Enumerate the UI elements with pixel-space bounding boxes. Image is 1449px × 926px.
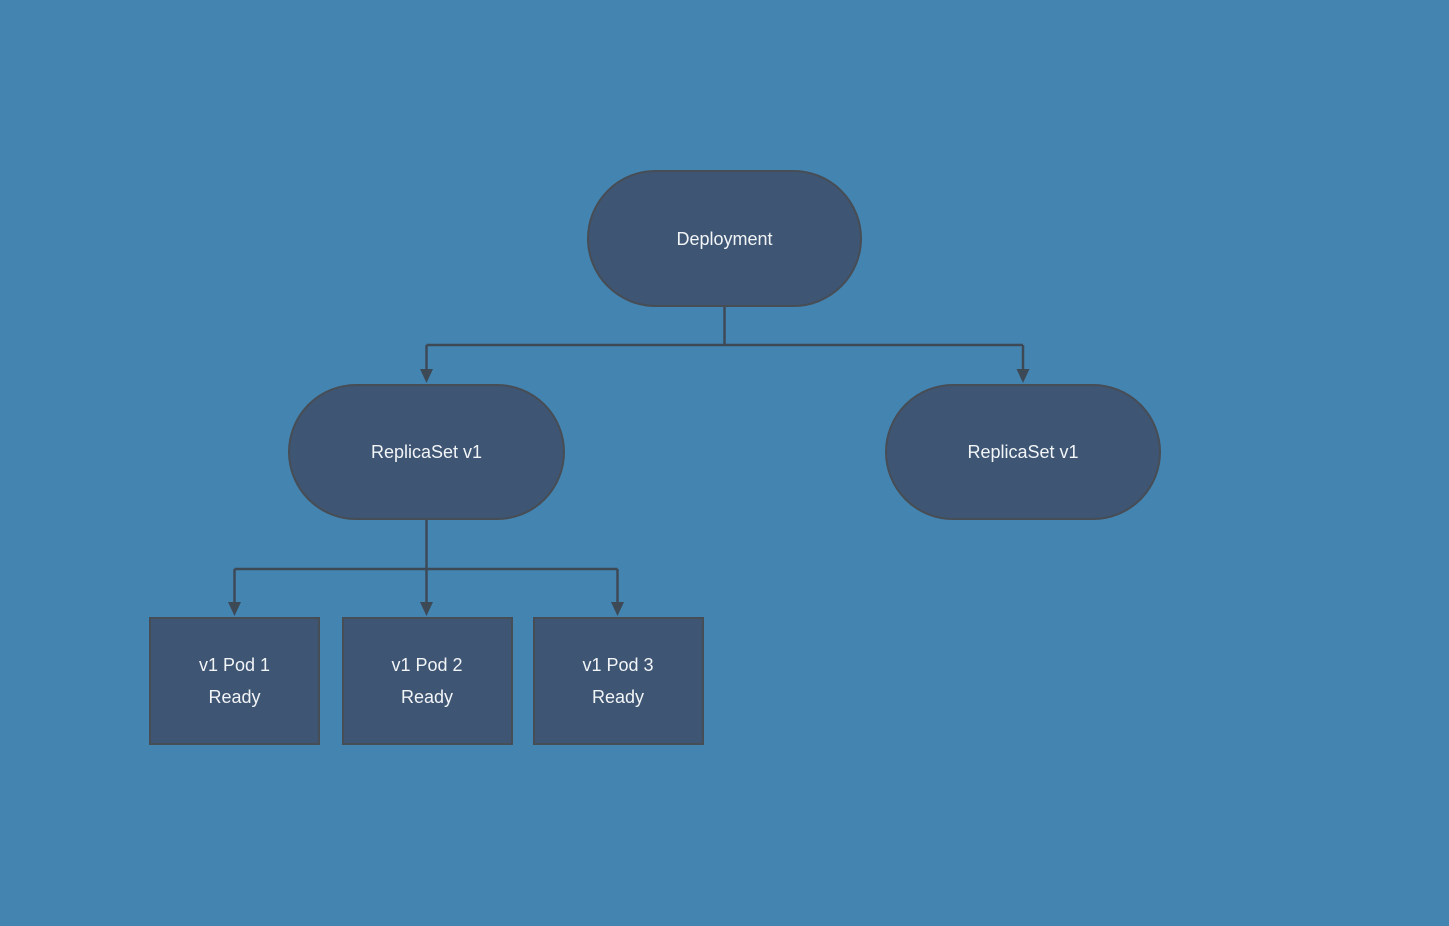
pod-3-name: v1 Pod 3 (582, 655, 654, 675)
deployment-label: Deployment (676, 228, 773, 249)
replicaset-v1-left-label: ReplicaSet v1 (370, 442, 483, 462)
connector-replicaset-to-pods (228, 520, 624, 616)
pod-2-node: v1 Pod 2 Ready (341, 617, 513, 745)
deployment-node: Deployment (587, 170, 862, 307)
pod-2-status: Ready (400, 687, 454, 707)
pod-2-name: v1 Pod 2 (391, 655, 463, 675)
pod-3-node: v1 Pod 3 Ready (532, 617, 704, 745)
pod-1-node: v1 Pod 1 Ready (149, 617, 320, 745)
connector-deployment-to-replicasets (420, 307, 1030, 383)
pod-1-name: v1 Pod 1 (198, 655, 271, 675)
pod-1-status: Ready (208, 687, 261, 707)
replicaset-v1-right-label: ReplicaSet v1 (967, 442, 1079, 462)
arrowhead-pod-3 (611, 602, 624, 616)
arrowhead-replicaset-left (420, 369, 433, 383)
arrowhead-pod-2 (420, 602, 433, 616)
arrowhead-pod-1 (228, 602, 241, 616)
replicaset-v1-left-node: ReplicaSet v1 (288, 384, 565, 520)
replicaset-v1-right-node: ReplicaSet v1 (885, 384, 1161, 520)
arrowhead-replicaset-right (1016, 369, 1030, 383)
pod-3-status: Ready (591, 687, 645, 707)
